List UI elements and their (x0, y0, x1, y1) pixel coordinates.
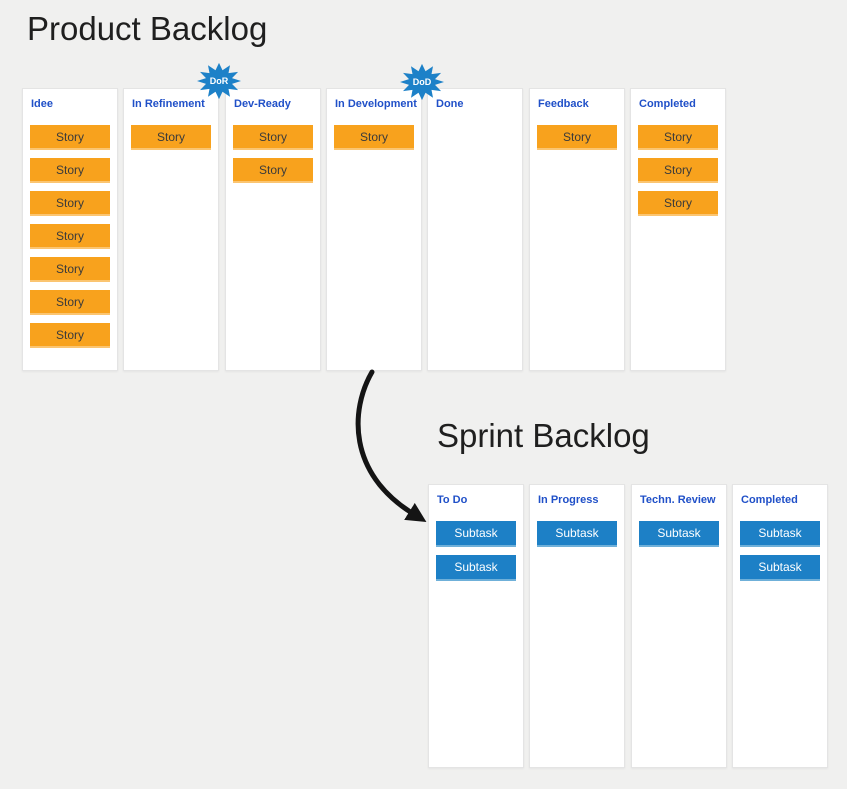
subtask-card[interactable]: Subtask (436, 555, 516, 581)
story-card[interactable]: Story (638, 125, 718, 150)
story-card[interactable]: Story (638, 191, 718, 216)
column-in-progress: In Progress Subtask (529, 484, 625, 768)
story-card[interactable]: Story (30, 224, 110, 249)
sprint-backlog-title: Sprint Backlog (437, 417, 650, 454)
column-header: Done (436, 98, 464, 110)
card-list: Story (530, 125, 624, 150)
dod-badge: DoD (398, 63, 446, 101)
card-list: Subtask (632, 521, 726, 547)
column-header: Feedback (538, 98, 589, 110)
column-header: Completed (741, 494, 798, 506)
subtask-card[interactable]: Subtask (436, 521, 516, 547)
flow-arrow (355, 369, 427, 523)
story-card[interactable]: Story (638, 158, 718, 183)
subtask-card[interactable]: Subtask (740, 521, 820, 547)
dod-badge-label: DoD (412, 77, 432, 87)
card-list: Story (124, 125, 218, 150)
subtask-card[interactable]: Subtask (740, 555, 820, 581)
story-card[interactable]: Story (30, 290, 110, 315)
story-card[interactable]: Story (30, 191, 110, 216)
column-header: To Do (437, 494, 468, 506)
column-techn-review: Techn. Review Subtask (631, 484, 727, 768)
column-header: Completed (639, 98, 696, 110)
column-header: In Refinement (132, 98, 205, 110)
story-card[interactable]: Story (233, 158, 313, 183)
story-card[interactable]: Story (131, 125, 211, 150)
story-card[interactable]: Story (30, 323, 110, 348)
story-card[interactable]: Story (334, 125, 414, 150)
column-header: Dev-Ready (234, 98, 291, 110)
dor-badge-label: DoR (209, 76, 229, 86)
column-done: Done (427, 88, 523, 371)
subtask-card[interactable]: Subtask (537, 521, 617, 547)
starburst-icon (197, 62, 241, 100)
column-in-refinement: In Refinement Story (123, 88, 219, 371)
subtask-card[interactable]: Subtask (639, 521, 719, 547)
column-header: In Development (335, 98, 417, 110)
column-feedback: Feedback Story (529, 88, 625, 371)
story-card[interactable]: Story (30, 125, 110, 150)
card-list: Subtask (530, 521, 624, 547)
story-card[interactable]: Story (30, 257, 110, 282)
column-in-development: In Development Story (326, 88, 422, 371)
product-backlog-title: Product Backlog (27, 10, 268, 47)
starburst-icon (400, 63, 444, 101)
dor-badge: DoR (195, 62, 243, 100)
story-card[interactable]: Story (30, 158, 110, 183)
column-header: Idee (31, 98, 54, 110)
column-header: Techn. Review (640, 494, 716, 506)
story-card[interactable]: Story (537, 125, 617, 150)
story-card[interactable]: Story (233, 125, 313, 150)
card-list: Story (327, 125, 421, 150)
column-header: In Progress (538, 494, 599, 506)
